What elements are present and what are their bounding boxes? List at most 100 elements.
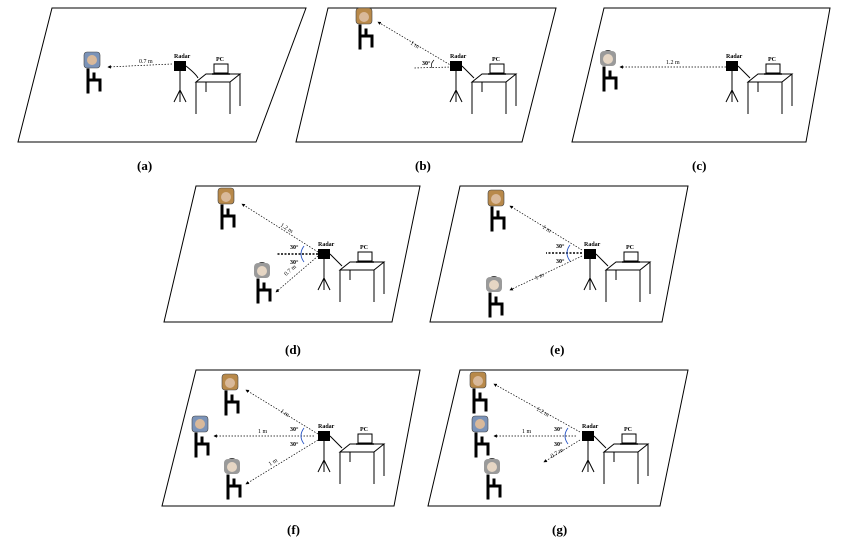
panel-b: 1 m 30° Radar PC (b) — [295, 7, 557, 173]
caption-g: (g) — [552, 522, 567, 537]
pc-label-f: PC — [360, 427, 368, 433]
radar-e — [583, 248, 597, 291]
distance-line-e-1 — [509, 205, 583, 251]
desk-e — [605, 251, 651, 303]
person-a-blue-face — [83, 51, 102, 94]
caption-e: (e) — [550, 342, 564, 357]
cable-d — [329, 253, 343, 267]
angle-arc-f — [300, 427, 305, 445]
person-e-tan-face — [487, 189, 506, 232]
radar-label-d: Radar — [318, 242, 335, 248]
distance-label-g-3: 0.7 m — [550, 447, 565, 460]
panel-d-plane — [163, 185, 421, 323]
distance-line-f-1 — [245, 389, 319, 435]
caption-f: (f) — [287, 522, 300, 537]
distance-line-g-3 — [543, 439, 581, 463]
pc-label-g: PC — [624, 427, 632, 433]
pc-label-c: PC — [768, 57, 776, 63]
person-f-blue-face — [191, 415, 210, 458]
person-e-gray-face — [486, 276, 504, 318]
panel-e: 1 m 1 m 30° 30° Radar PC (e) — [429, 185, 689, 357]
distance-line-b — [377, 21, 453, 67]
panel-c: 1.2 m Radar PC (c) — [571, 7, 831, 173]
angle-label-e-1: 30° — [556, 243, 565, 250]
distance-label-f-1: 1 m — [279, 409, 290, 419]
panel-a: 0.7 m Radar PC (a) — [17, 7, 307, 173]
radar-d — [317, 248, 331, 291]
pc-label-a: PC — [216, 57, 224, 63]
cable-b — [461, 65, 475, 79]
caption-c: (c) — [692, 158, 706, 173]
angle-label-d-1: 30° — [290, 244, 299, 251]
angle-label-g-2: 30° — [554, 441, 563, 448]
distance-line-e-2 — [509, 255, 583, 291]
angle-label-e-2: 30° — [556, 258, 565, 265]
pc-label-b: PC — [492, 57, 500, 63]
distance-label-f-3: 1 m — [268, 458, 279, 468]
radar-label-e: Radar — [584, 242, 601, 248]
angle-arc-d — [300, 245, 305, 263]
caption-b: (b) — [415, 158, 431, 173]
angle-arc-b — [430, 59, 435, 69]
radar-label-g: Radar — [582, 424, 599, 430]
radar-g — [581, 430, 595, 473]
desk-b — [471, 63, 517, 115]
desk-d — [339, 251, 385, 303]
panel-a-plane — [17, 7, 307, 143]
cable-g — [593, 435, 607, 449]
desk-g — [603, 433, 649, 485]
panel-g: 1.2 m 1 m 0.7 m 30° 30° Radar PC (g) — [427, 369, 689, 537]
person-b-tan-face — [355, 7, 374, 50]
desk-c — [747, 63, 793, 115]
distance-label-f-2: 1 m — [258, 429, 268, 435]
panel-c-plane — [571, 7, 831, 143]
angle-arc-g — [564, 427, 569, 445]
panel-f-plane — [161, 369, 421, 507]
cable-e — [595, 253, 609, 267]
distance-line-d-2 — [275, 255, 319, 293]
radar-label-a: Radar — [174, 54, 191, 60]
distance-label-g-2: 1 m — [522, 429, 532, 435]
pc-label-d: PC — [360, 245, 368, 251]
person-g-gray-face — [484, 458, 502, 500]
angle-label-g-1: 30° — [554, 426, 563, 433]
panel-f: 1 m 1 m 1 m 30° 30° Radar PC (f) — [161, 369, 421, 537]
radar-label-c: Radar — [726, 54, 743, 60]
angle-label-b: 30° — [422, 60, 431, 67]
cable-a — [185, 65, 199, 79]
person-c-gray-face — [600, 50, 618, 92]
angle-label-d-2: 30° — [290, 259, 299, 266]
person-g-tan-face — [469, 371, 488, 414]
panel-e-plane — [429, 185, 689, 323]
panel-g-plane — [427, 369, 689, 507]
angle-label-f-2: 30° — [290, 441, 299, 448]
panel-d: 1.2 m 0.7 m 30° 30° Radar PC (d) — [163, 185, 421, 357]
radar-label-f: Radar — [318, 424, 335, 430]
cable-f — [329, 435, 343, 449]
distance-label-g-1: 1.2 m — [535, 407, 550, 419]
distance-label-e-2: 1 m — [534, 272, 545, 282]
person-d-tan-face — [217, 187, 236, 230]
radar-label-b: Radar — [450, 54, 467, 60]
desk-a — [195, 63, 241, 115]
radar-b — [449, 60, 463, 103]
distance-label-c: 1.2 m — [666, 60, 680, 66]
distance-line-f-3 — [245, 439, 319, 485]
radar-c — [725, 60, 739, 103]
angle-label-f-1: 30° — [290, 426, 299, 433]
person-f-gray-face — [224, 458, 242, 500]
person-f-tan-face — [221, 373, 240, 416]
caption-a: (a) — [137, 158, 152, 173]
person-g-blue-face — [471, 415, 490, 458]
reference-line-b — [413, 66, 453, 69]
distance-label-a: 0.7 m — [139, 59, 153, 65]
panel-b-plane — [295, 7, 557, 143]
distance-label-d-1: 1.2 m — [279, 223, 294, 236]
desk-f — [339, 433, 385, 485]
distance-label-b: 1 m — [409, 41, 420, 51]
person-d-gray-face — [254, 262, 272, 304]
distance-line-g-1 — [493, 383, 581, 433]
pc-label-e: PC — [626, 245, 634, 251]
